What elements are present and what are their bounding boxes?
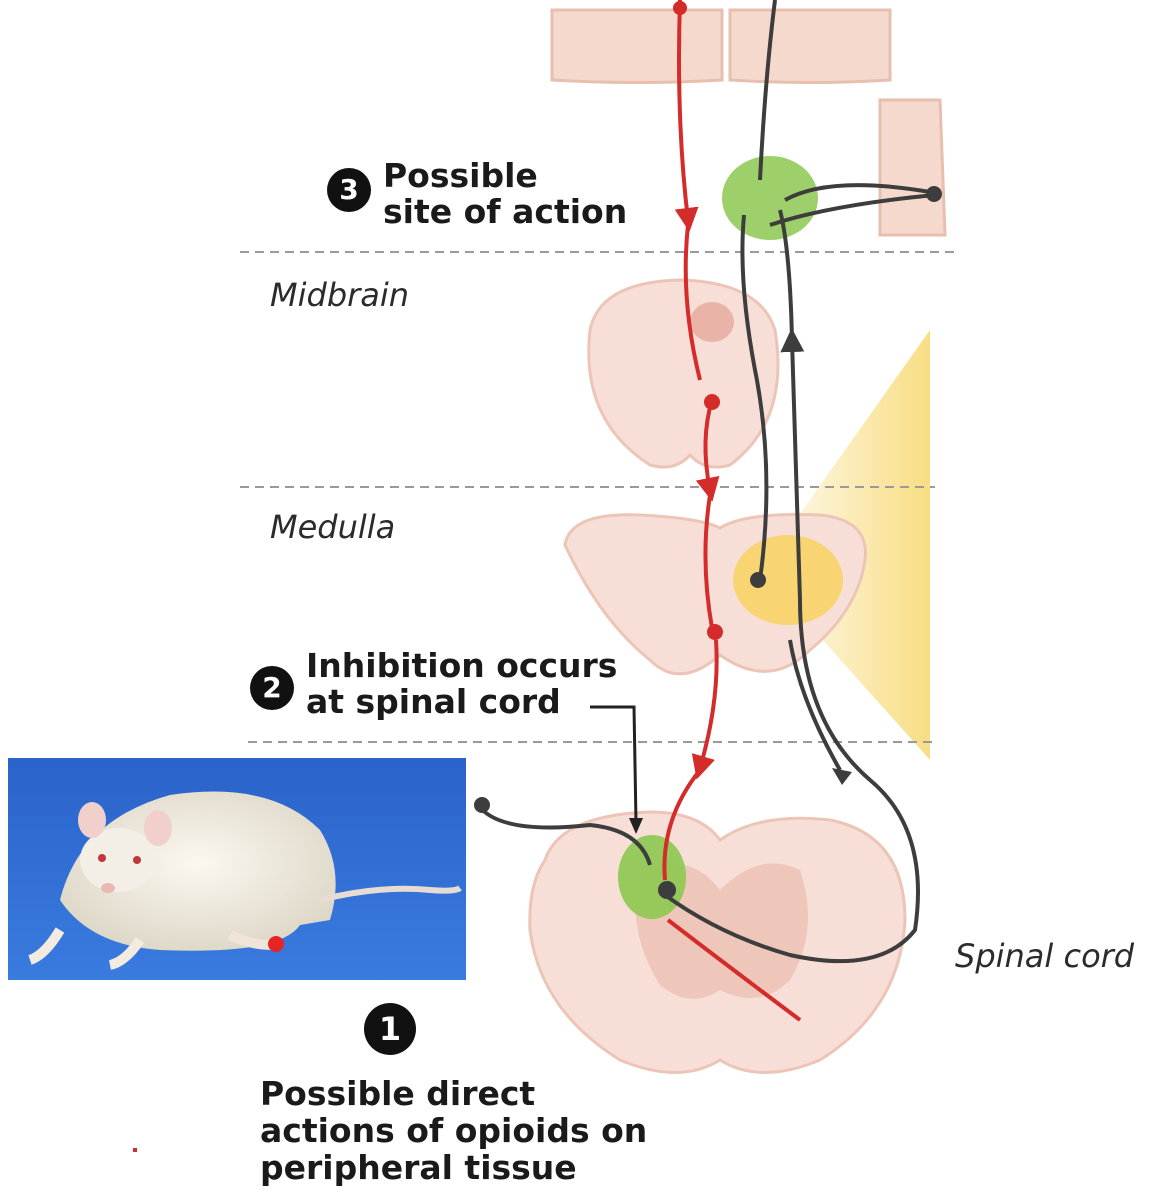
- step-3: 3 Possible site of action: [327, 158, 627, 230]
- caption-line: Possible direct: [260, 1075, 647, 1112]
- spinal-cord-section: [530, 812, 905, 1073]
- label-midbrain: Midbrain: [270, 276, 409, 314]
- synapse-gray: [750, 572, 766, 588]
- synapse-red: [673, 1, 687, 15]
- stray-dot: [133, 1148, 137, 1152]
- synapse-gray: [658, 881, 676, 899]
- synapse-gray: [926, 186, 942, 202]
- label-spinal-cord: Spinal cord: [955, 937, 1134, 975]
- caption-line: Inhibition occurs: [306, 648, 617, 684]
- step-3-badge: 3: [327, 168, 371, 212]
- caption-line: at spinal cord: [306, 684, 617, 720]
- caption-line: Possible: [383, 158, 627, 194]
- caption-line: actions of opioids on: [260, 1112, 647, 1149]
- peripheral-site-marker: [268, 936, 284, 952]
- step-2-badge: 2: [250, 666, 294, 710]
- caption-line: site of action: [383, 194, 627, 230]
- step-2-caption: Inhibition occurs at spinal cord: [306, 648, 617, 720]
- synapse-red: [707, 624, 723, 640]
- step-1-caption: Possible direct actions of opioids on pe…: [260, 1075, 647, 1186]
- opioid-site-spinal: [618, 835, 686, 919]
- midbrain-section: [589, 280, 778, 467]
- pointer-arrow: [590, 707, 636, 822]
- step-1-badge: 1: [364, 1003, 416, 1055]
- step-3-caption: Possible site of action: [383, 158, 627, 230]
- arrow-spinal-ascend: [832, 768, 852, 785]
- opioid-site-thalamus: [722, 156, 818, 240]
- synapse-red: [704, 394, 720, 410]
- synapse-gray: [474, 797, 490, 813]
- step-2: 2 Inhibition occurs at spinal cord: [250, 648, 617, 720]
- caption-line: peripheral tissue: [260, 1149, 647, 1186]
- label-medulla: Medulla: [270, 508, 395, 546]
- rat-photo: [8, 758, 466, 980]
